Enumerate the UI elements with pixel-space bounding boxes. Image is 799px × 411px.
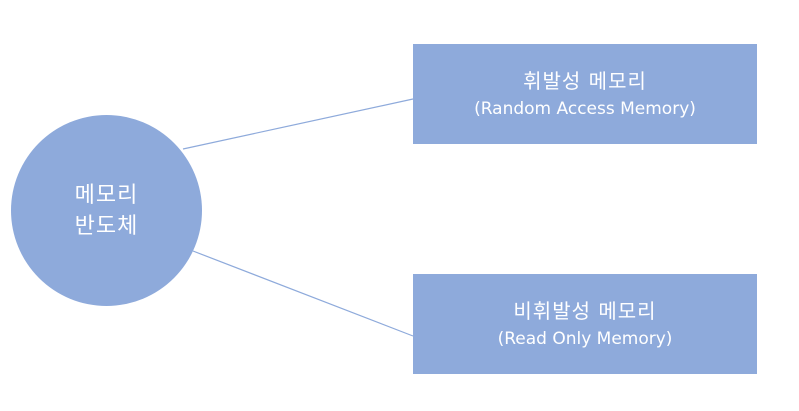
- node-nonvolatile-title: 비휘발성 메모리: [513, 299, 657, 323]
- node-nonvolatile-memory: 비휘발성 메모리 (Read Only Memory): [413, 274, 757, 374]
- node-volatile-subtitle: (Random Access Memory): [474, 99, 696, 119]
- root-node-label-line1: 메모리: [74, 182, 139, 208]
- node-nonvolatile-subtitle: (Read Only Memory): [497, 329, 673, 349]
- node-volatile-memory: 휘발성 메모리 (Random Access Memory): [413, 44, 757, 144]
- connector-to-nonvolatile: [192, 250, 414, 337]
- root-node-memory-semiconductor: 메모리 반도체: [11, 115, 202, 306]
- node-volatile-title: 휘발성 메모리: [523, 69, 647, 93]
- connector-to-volatile: [182, 98, 414, 150]
- root-node-label-line2: 반도체: [74, 213, 139, 239]
